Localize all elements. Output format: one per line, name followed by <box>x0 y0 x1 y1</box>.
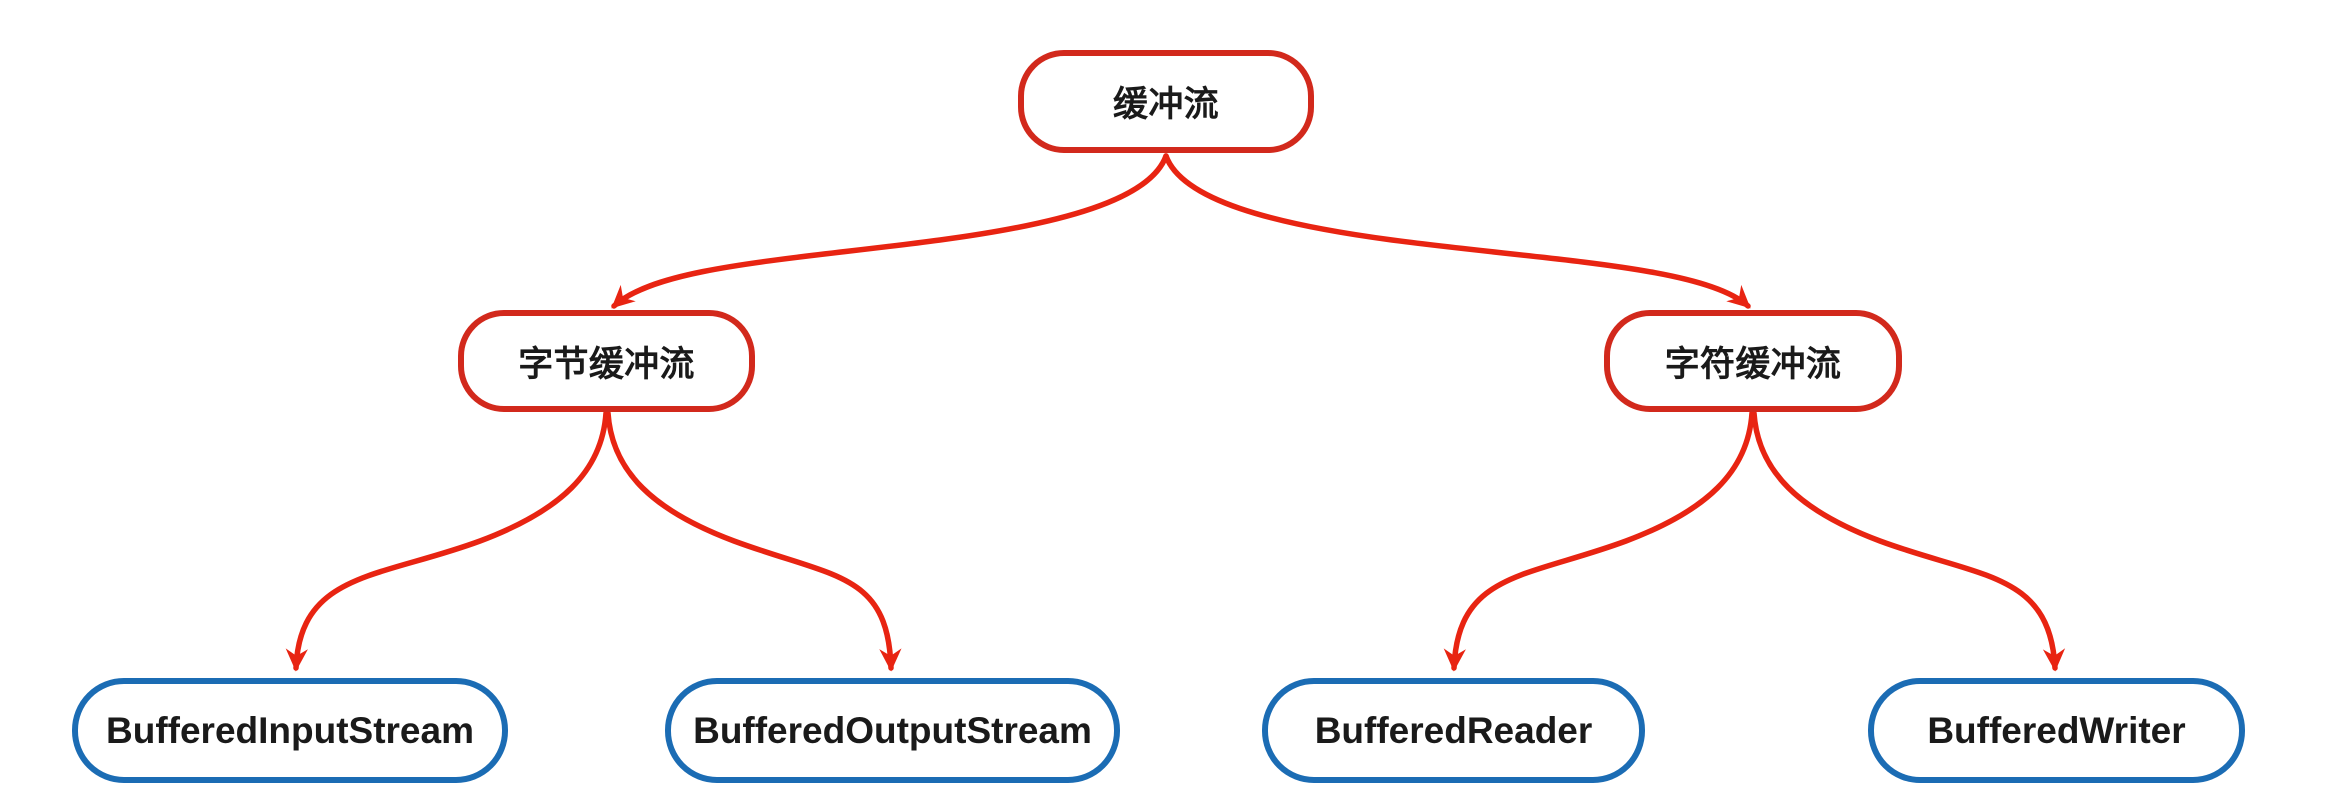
node-byte-buffered-stream[interactable]: 字节缓冲流 <box>458 310 755 412</box>
node-bufferedreader[interactable]: BufferedReader <box>1262 678 1645 783</box>
edge-root-to-byte <box>611 153 1169 309</box>
node-char-buffered-stream[interactable]: 字符缓冲流 <box>1604 310 1902 412</box>
node-label: BufferedOutputStream <box>693 709 1092 751</box>
node-label: 字符缓冲流 <box>1664 344 1842 384</box>
node-label: BufferedWriter <box>1927 709 2186 751</box>
edge-char-to-bufferedwriter <box>1751 410 2066 672</box>
node-bufferedwriter[interactable]: BufferedWriter <box>1868 678 2245 783</box>
node-bufferedinputstream[interactable]: BufferedInputStream <box>72 678 508 783</box>
node-bufferedoutputstream[interactable]: BufferedOutputStream <box>665 678 1120 783</box>
edge-byte-to-bufferedinputstream <box>285 410 609 672</box>
node-label: BufferedReader <box>1314 709 1593 751</box>
node-label: 字节缓冲流 <box>518 344 695 384</box>
edge-byte-to-bufferedoutputstream <box>605 410 902 672</box>
edge-char-to-bufferedreader <box>1443 410 1755 672</box>
node-buffered-stream-root[interactable]: 缓冲流 <box>1018 50 1314 153</box>
edge-root-to-char <box>1163 153 1751 309</box>
node-label: 缓冲流 <box>1113 85 1219 124</box>
node-label: BufferedInputStream <box>106 709 474 751</box>
